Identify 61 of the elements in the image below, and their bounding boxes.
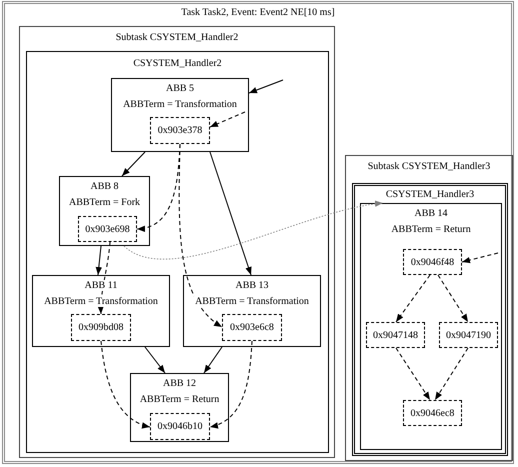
title-label: ABB 8	[89, 181, 120, 192]
arrow	[434, 348, 468, 400]
arrow	[178, 144, 222, 328]
arrow	[396, 348, 430, 400]
arrow	[122, 152, 146, 176]
term-label: ABBTerm = Fork	[68, 197, 142, 208]
title-label: CSYSTEM_Handler3	[384, 189, 476, 200]
term-label: ABBTerm = Transformation	[122, 99, 238, 110]
title-label: Subtask CSYSTEM_Handler3	[366, 161, 492, 172]
arrow	[124, 201, 384, 260]
title-label: ABB 11	[84, 280, 118, 291]
block-box	[360, 203, 502, 450]
task-frame	[2, 1, 514, 464]
arrow	[210, 112, 246, 128]
arrow	[100, 340, 150, 428]
cluster-frame	[352, 183, 508, 456]
arrow	[438, 274, 468, 322]
block-box	[32, 275, 170, 347]
title-label: ABB 12	[162, 378, 198, 389]
address-label: 0x9046ec8	[410, 408, 456, 419]
address-box	[366, 322, 425, 348]
subtask-frame	[345, 155, 513, 461]
arrow	[98, 242, 110, 314]
arrow	[462, 252, 498, 264]
block-box	[59, 176, 150, 246]
term-label: ABBTerm = Return	[138, 394, 220, 405]
address-label: 0x903e6c8	[229, 322, 275, 333]
arrow	[144, 346, 166, 374]
arrow	[210, 152, 252, 276]
arrow	[248, 80, 284, 94]
address-box	[222, 314, 282, 341]
address-box	[150, 117, 210, 144]
arrow	[96, 246, 102, 276]
address-box	[78, 216, 137, 242]
address-label: 0x9047148	[372, 330, 419, 341]
block-box	[111, 78, 249, 152]
address-label: 0x903e698	[84, 224, 131, 235]
address-box	[150, 413, 210, 440]
block-box	[130, 373, 229, 442]
title-label: ABB 5	[164, 83, 196, 94]
title-label: CSYSTEM_Handler2	[132, 58, 223, 69]
address-label: 0x903e378	[156, 125, 204, 136]
term-label: ABBTerm = Transformation	[43, 296, 159, 307]
arrow	[204, 346, 222, 374]
address-box	[403, 400, 462, 426]
address-box	[403, 249, 462, 275]
block-box	[183, 275, 321, 347]
title-label: Subtask CSYSTEM_Handler2	[114, 32, 240, 43]
title-label: ABB 14	[413, 208, 449, 219]
address-label: 0x909bd08	[78, 322, 124, 333]
address-box	[71, 314, 131, 341]
address-label: 0x9046f48	[410, 257, 456, 268]
arrow	[210, 340, 252, 428]
address-label: 0x9046b10	[156, 421, 204, 432]
arrow	[396, 274, 430, 322]
address-box	[439, 322, 498, 348]
term-label: ABBTerm = Return	[390, 224, 472, 235]
address-label: 0x9047190	[445, 330, 492, 341]
term-label: ABBTerm = Transformation	[194, 296, 310, 307]
title-label: ABB 13	[234, 280, 270, 291]
title-label: Task Task2, Event: Event2 NE[10 ms]	[180, 7, 336, 18]
